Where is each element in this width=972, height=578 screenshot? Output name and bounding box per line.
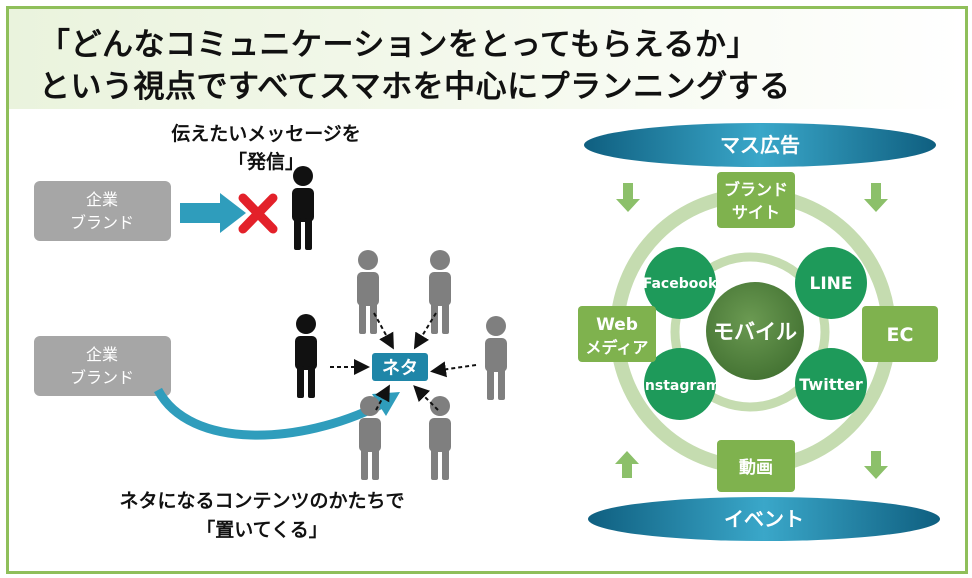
- neta-label: ネタ: [382, 358, 418, 379]
- instagram-label: Instagram: [640, 378, 721, 394]
- title-line-1: 「どんなコミュニケーションをとってもらえるか」: [39, 27, 758, 63]
- instagram-node: Instagram: [640, 348, 721, 420]
- line-label: LINE: [810, 274, 853, 294]
- bottom-text-line-2: 「置いてくる」: [196, 518, 327, 541]
- person-icon-top-right: [429, 250, 451, 334]
- dashed-arrows: [330, 312, 477, 411]
- red-x-icon: [238, 193, 278, 234]
- down-arrow-icon-top-right: [864, 183, 888, 212]
- mass-ad-banner: マス広告: [584, 123, 936, 167]
- line-node: LINE: [795, 247, 867, 319]
- video-box: 動画: [717, 440, 795, 492]
- web-media-line-1: Web: [596, 315, 638, 335]
- curved-arrow-icon: [154, 387, 383, 440]
- person-icon-left: [295, 314, 317, 398]
- event-banner: イベント: [588, 497, 940, 541]
- mobile-label: モバイル: [713, 320, 797, 344]
- down-arrow-icon-bottom-right: [864, 451, 888, 479]
- down-arrow-icon-top-left: [616, 183, 640, 212]
- bottom-text-line-1: ネタになるコンテンツのかたちで: [119, 490, 404, 512]
- mass-ad-label: マス広告: [720, 133, 800, 157]
- header-band: 「どんなコミュニケーションをとってもらえるか」 という視点ですべてスマホを中心に…: [9, 9, 965, 109]
- ec-box: EC: [862, 306, 938, 362]
- twitter-node: Twitter: [795, 348, 867, 420]
- brand-box-bottom: 企業 ブランド: [34, 336, 171, 396]
- message-text-line-1: 伝えたいメッセージを: [171, 123, 361, 145]
- video-label: 動画: [739, 457, 773, 478]
- transmit-arrow-icon: [180, 193, 246, 233]
- up-arrow-icon-bottom-left: [615, 451, 639, 478]
- green-arrows: [615, 183, 888, 479]
- brand-box-bottom-line-1: 企業: [86, 345, 118, 364]
- brand-box-bottom-line-2: ブランド: [70, 368, 134, 387]
- person-icon-top-left: [357, 250, 379, 334]
- facebook-node: Facebook: [643, 247, 718, 319]
- person-icon-receiver: [292, 166, 314, 250]
- brand-site-line-1: ブランド: [724, 180, 788, 199]
- event-label: イベント: [724, 507, 804, 531]
- twitter-label: Twitter: [799, 375, 863, 394]
- brand-box-top-line-1: 企業: [86, 190, 118, 209]
- brand-site-line-2: サイト: [732, 203, 780, 222]
- brand-box-top: 企業 ブランド: [34, 181, 171, 241]
- message-text-line-2: 「発信」: [228, 150, 304, 173]
- brand-site-box: ブランド サイト: [717, 172, 795, 228]
- title-line-2: という視点ですべてスマホを中心にプランニングする: [39, 69, 791, 105]
- inner-ring: [670, 252, 830, 412]
- person-icon-right: [485, 316, 507, 400]
- web-media-line-2: メディア: [586, 338, 649, 357]
- facebook-label: Facebook: [643, 276, 718, 292]
- ec-label: EC: [887, 324, 914, 346]
- neta-box: ネタ: [372, 353, 428, 381]
- person-icon-bottom-right: [429, 396, 451, 480]
- mobile-center: モバイル: [706, 282, 804, 380]
- brand-box-top-line-2: ブランド: [70, 213, 134, 232]
- web-media-box: Web メディア: [578, 306, 656, 362]
